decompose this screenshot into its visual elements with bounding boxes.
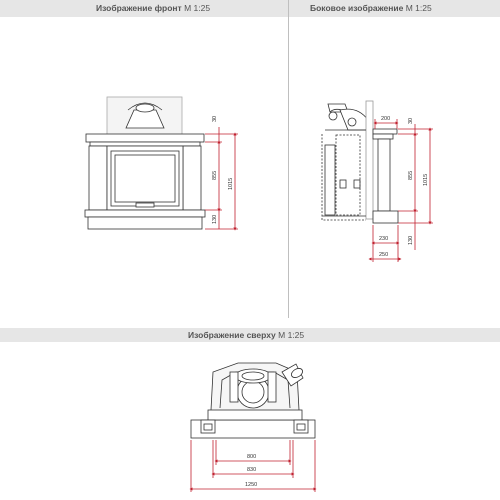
side-view-label: Боковое изображение: [310, 3, 404, 13]
front-hearth: [84, 209, 206, 218]
side-back-wall: [365, 100, 374, 220]
side-dim-top: 30: [408, 118, 414, 124]
top-view-band: [0, 328, 500, 342]
top-dim-middle: 830: [247, 467, 256, 473]
side-dim-bottom: 130: [408, 236, 414, 245]
front-firebox-glass: [114, 154, 176, 203]
top-body: [210, 362, 300, 411]
side-dim-width-top: 200: [381, 116, 390, 122]
side-view-scale: М 1:25: [405, 3, 432, 13]
front-view-scale: М 1:25: [184, 3, 211, 13]
top-view-scale: М 1:25: [278, 330, 305, 340]
side-view-title: Боковое изображение М 1:25: [310, 3, 432, 13]
side-column: [377, 138, 391, 212]
side-mantel-shelf: [372, 128, 398, 135]
front-view-title: Изображение фронт М 1:25: [96, 3, 210, 13]
top-view-drawing: [190, 362, 316, 439]
front-flue-collar: [125, 102, 165, 129]
front-view-drawing: [84, 96, 206, 230]
top-view-label: Изображение сверху: [188, 330, 276, 340]
side-view-drawing: [321, 100, 399, 224]
side-dim-total: 1015: [423, 174, 429, 186]
side-flue: [327, 103, 369, 131]
header-band: [0, 0, 500, 17]
front-dim-bottom: 130: [212, 215, 218, 224]
side-body: [321, 129, 366, 221]
front-cornice: [85, 133, 205, 143]
top-dimensions: [189, 440, 317, 492]
top-side-flue: [281, 363, 304, 387]
top-view-title: Изображение сверху М 1:25: [188, 330, 304, 340]
front-dim-middle: 855: [212, 171, 218, 180]
side-dim-middle: 855: [408, 171, 414, 180]
top-dim-overall: 1250: [245, 482, 257, 488]
side-hearth: [372, 210, 399, 224]
top-dim-inner: 800: [247, 454, 256, 460]
front-dim-total: 1015: [228, 178, 234, 190]
side-dim-base-outer: 250: [379, 252, 388, 258]
side-dimensions: [368, 119, 433, 262]
front-dimensions: [205, 127, 238, 231]
front-left-column: [88, 145, 108, 211]
front-dim-top: 30: [212, 116, 218, 122]
view-divider: [288, 0, 289, 318]
side-dim-base-inner: 230: [379, 236, 388, 242]
front-right-column: [182, 145, 202, 211]
front-view-label: Изображение фронт: [96, 3, 182, 13]
